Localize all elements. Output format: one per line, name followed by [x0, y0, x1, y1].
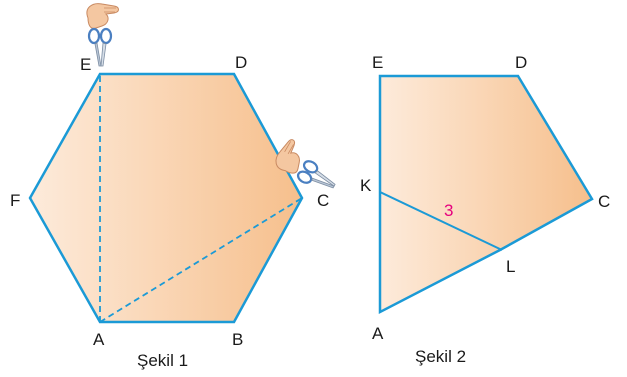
- caption-figure-2: Şekil 2: [415, 347, 466, 366]
- hexagon-ABCDEF: [28, 72, 304, 324]
- point-label-C2: C: [598, 192, 610, 211]
- point-label-E2: E: [372, 53, 383, 72]
- folded-polygon-AEDC: [378, 74, 594, 315]
- segment-KL-length: 3: [444, 201, 453, 220]
- point-label-B1: B: [232, 330, 243, 349]
- figure-1: A B C D E F Şekil 1: [10, 3, 336, 370]
- point-label-A2: A: [372, 324, 384, 343]
- caption-figure-1: Şekil 1: [137, 351, 188, 370]
- point-label-E1: E: [80, 55, 91, 74]
- point-label-A1: A: [93, 330, 105, 349]
- segment-KL: [379, 191, 503, 251]
- point-label-D1: D: [235, 53, 247, 72]
- point-label-L2: L: [506, 257, 515, 276]
- point-label-C1: C: [317, 191, 329, 210]
- scissors-hand-icon-right: [275, 139, 336, 189]
- figure-2: A E D C K L 3 Şekil 2: [360, 53, 610, 366]
- point-label-D2: D: [515, 53, 527, 72]
- point-label-K2: K: [360, 176, 372, 195]
- scissors-hand-icon: [86, 3, 119, 67]
- point-label-F1: F: [10, 191, 20, 210]
